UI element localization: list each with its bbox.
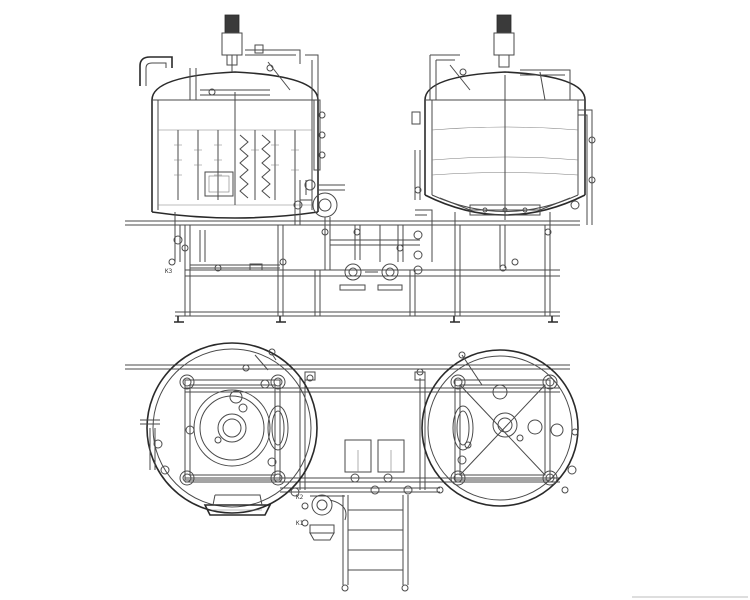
- pumps-plan: [290, 439, 444, 541]
- mash-tun-plan: [140, 342, 318, 516]
- elevation-view: [125, 14, 596, 323]
- kettle-plan: [421, 349, 579, 507]
- kettle-elevation: [411, 14, 596, 272]
- plan-pipes: [125, 364, 570, 493]
- mash-tun-elevation: [139, 14, 326, 225]
- valve-label-k2: K2: [296, 494, 304, 501]
- valve-label-k1: K1: [296, 520, 304, 527]
- valve-label-k3: K3: [165, 268, 173, 275]
- pumps-elevation: [299, 179, 433, 291]
- plan-view: K2 K1 K3: [125, 268, 748, 598]
- ladder-plan: [341, 495, 748, 598]
- valve-labels: K2 K1 K3: [165, 268, 304, 527]
- left-valves-elevation: [168, 200, 303, 272]
- elevation-frame: [125, 220, 580, 323]
